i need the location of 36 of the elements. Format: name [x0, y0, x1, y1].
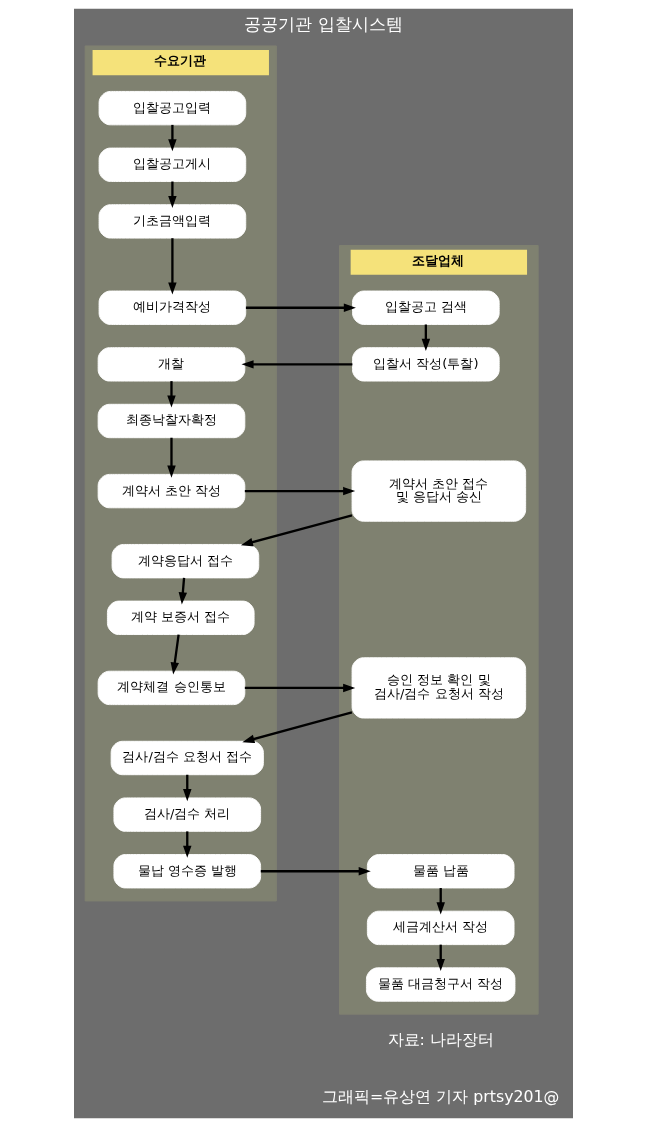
node-box: 계약체결 승인통보 — [97, 670, 245, 706]
node-box: 검사/검수 처리 — [112, 797, 261, 832]
node-box: 입찰공고 검색 — [351, 290, 500, 325]
node-box: 최종낙찰자확정 — [97, 403, 245, 439]
node-box: 물품 납품 — [366, 854, 514, 889]
arrow — [240, 514, 352, 547]
arrow — [166, 381, 176, 408]
arrow — [241, 360, 352, 369]
node-box: 기초금액입력 — [98, 204, 246, 239]
arrow — [244, 486, 355, 496]
arrow — [166, 437, 176, 478]
arrow — [167, 124, 177, 152]
node-box: 개찰 — [97, 347, 245, 382]
node-box: 검사/검수 요청서 접수 — [110, 740, 264, 776]
node-box: 세금계산서 작성 — [366, 910, 514, 946]
node-box: 계약응답서 접수 — [111, 544, 259, 579]
arrow — [170, 634, 180, 675]
node-box: 예비가격작성 — [98, 290, 246, 325]
node-box: 입찰공고게시 — [98, 147, 246, 182]
node-box: 물품 대금청구서 작성 — [365, 967, 515, 1002]
label: 그래픽=유상연 기자 prtsy201@ — [321, 1086, 559, 1106]
diagram-title: 공공기관 입찰시스템 — [243, 13, 403, 34]
label: 자료: 나라장터 — [387, 1029, 494, 1049]
arrow — [244, 683, 355, 693]
arrow — [260, 867, 371, 876]
node-box: 계약 보증서 접수 — [106, 600, 255, 635]
arrow — [245, 303, 356, 312]
node-box: 입찰서 작성(투찰) — [351, 347, 500, 382]
node-box: 승인 정보 확인 및 검사/검수 요청서 작성 — [351, 657, 526, 719]
arrow — [167, 181, 177, 208]
arrow — [241, 711, 352, 744]
node-box: 물납 영수증 발행 — [112, 854, 261, 889]
node-box: 계약서 초안 작성 — [97, 473, 245, 509]
node-box: 계약서 초안 접수 및 응답서 송신 — [351, 460, 526, 522]
arrow — [167, 238, 177, 295]
node-box: 입찰공고입력 — [98, 90, 246, 126]
